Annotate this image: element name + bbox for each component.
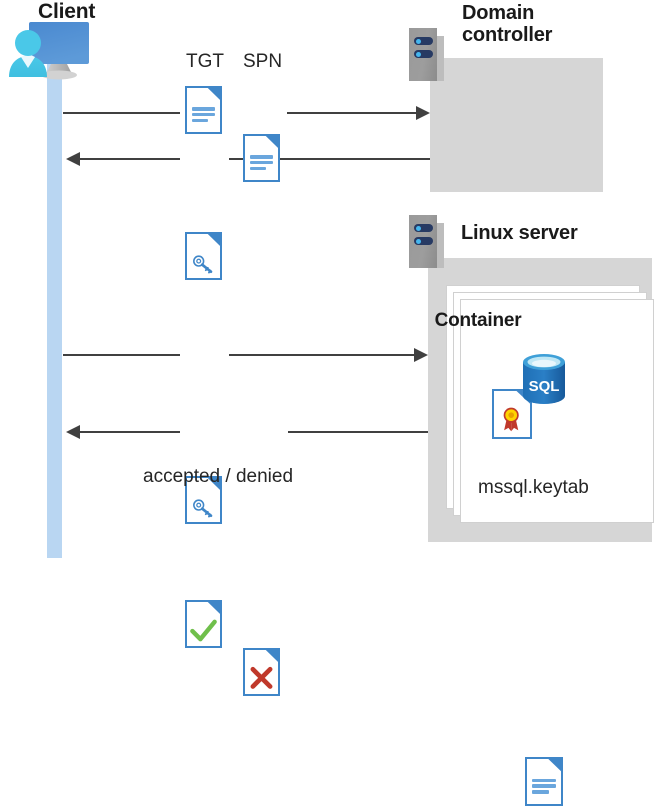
arrowhead-to-linux <box>414 348 428 362</box>
sql-database-icon: SQL <box>521 352 567 406</box>
certificate-document-icon <box>492 389 532 439</box>
flow-arrows <box>63 106 430 439</box>
domain-controller-title-line1: Domain <box>462 2 535 24</box>
keytab-label: mssql.keytab <box>478 477 589 498</box>
domain-controller-title-line2: controller <box>462 24 553 47</box>
container-title: Container <box>0 310 660 331</box>
domain-controller-title: Domain controller <box>462 2 652 47</box>
ticket-key-document-icon-lower <box>185 476 222 524</box>
container-title-text: Container <box>434 310 522 331</box>
svg-text:SQL: SQL <box>529 378 560 395</box>
client-lifeline <box>47 60 62 558</box>
domain-controller-server-rack-icon <box>409 28 444 81</box>
tgt-label: TGT <box>186 51 224 72</box>
arrowhead-to-client-1 <box>66 152 80 166</box>
client-computer-user-icon <box>6 20 116 82</box>
arrowhead-to-client-2 <box>66 425 80 439</box>
linux-server-rack-icon <box>409 215 444 268</box>
accepted-denied-label: accepted / denied <box>143 466 294 487</box>
arrowhead-to-dc <box>416 106 430 120</box>
tgt-document-icon <box>185 86 222 134</box>
linux-server-title: Linux server <box>461 222 578 244</box>
spn-label: SPN <box>243 51 283 72</box>
client-title: Client <box>38 0 96 23</box>
domain-controller-panel <box>430 58 603 192</box>
denied-x-document-icon <box>243 648 280 696</box>
keytab-document-icon <box>525 757 563 806</box>
ticket-key-document-icon-upper <box>185 232 222 280</box>
spn-document-icon <box>243 134 280 182</box>
accepted-check-document-icon <box>185 600 222 648</box>
